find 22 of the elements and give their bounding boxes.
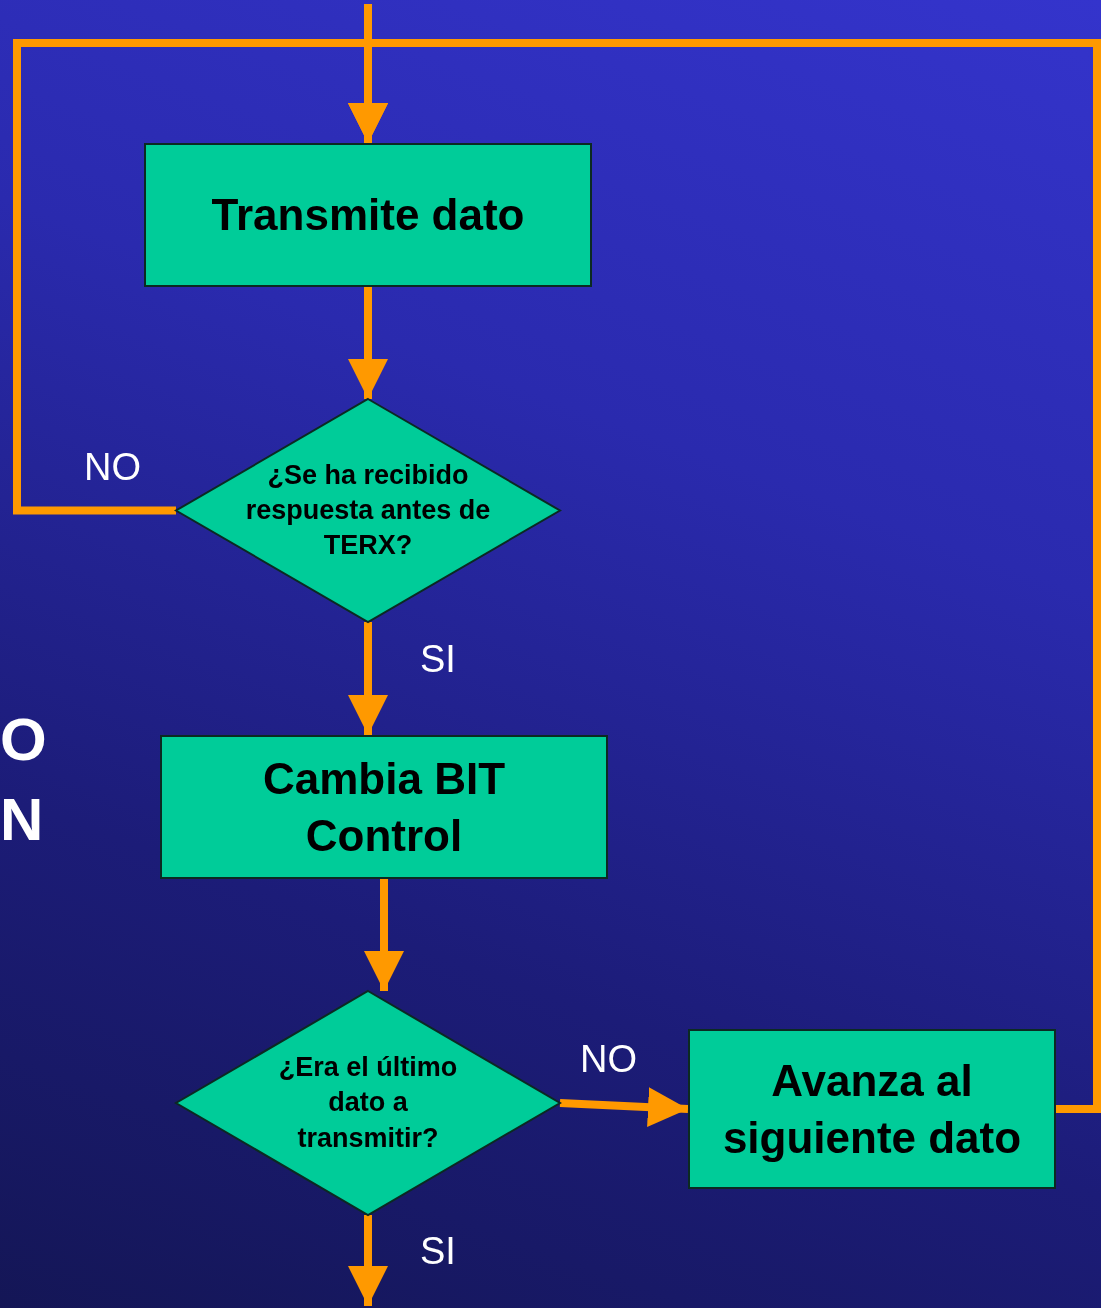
process-box <box>144 143 592 287</box>
arrow <box>348 1215 388 1306</box>
arrow <box>348 622 388 735</box>
arrow <box>348 287 388 399</box>
edge-label: SI <box>420 1232 456 1270</box>
decision-text: ¿Era el último dato a transmitir? <box>277 1051 459 1155</box>
process-box <box>160 735 608 879</box>
arrow <box>364 879 404 991</box>
edge-label: NO <box>84 448 141 486</box>
title-fragment: N <box>0 790 44 850</box>
process-box <box>688 1029 1056 1189</box>
process-text: Avanza al siguiente dato <box>721 1054 1023 1164</box>
edge-label: SI <box>420 640 456 678</box>
decision-diamond <box>176 991 560 1215</box>
process-text: Transmite dato <box>211 189 525 242</box>
arrow <box>559 1087 689 1128</box>
title-fragment: O <box>0 710 47 770</box>
edge-label: NO <box>580 1040 637 1078</box>
process-text: Cambia BIT Control <box>261 752 506 862</box>
decision-diamond <box>176 399 560 622</box>
arrow <box>348 39 1101 1113</box>
decision-text: ¿Se ha recibido respuesta antes de TERX? <box>244 458 492 563</box>
